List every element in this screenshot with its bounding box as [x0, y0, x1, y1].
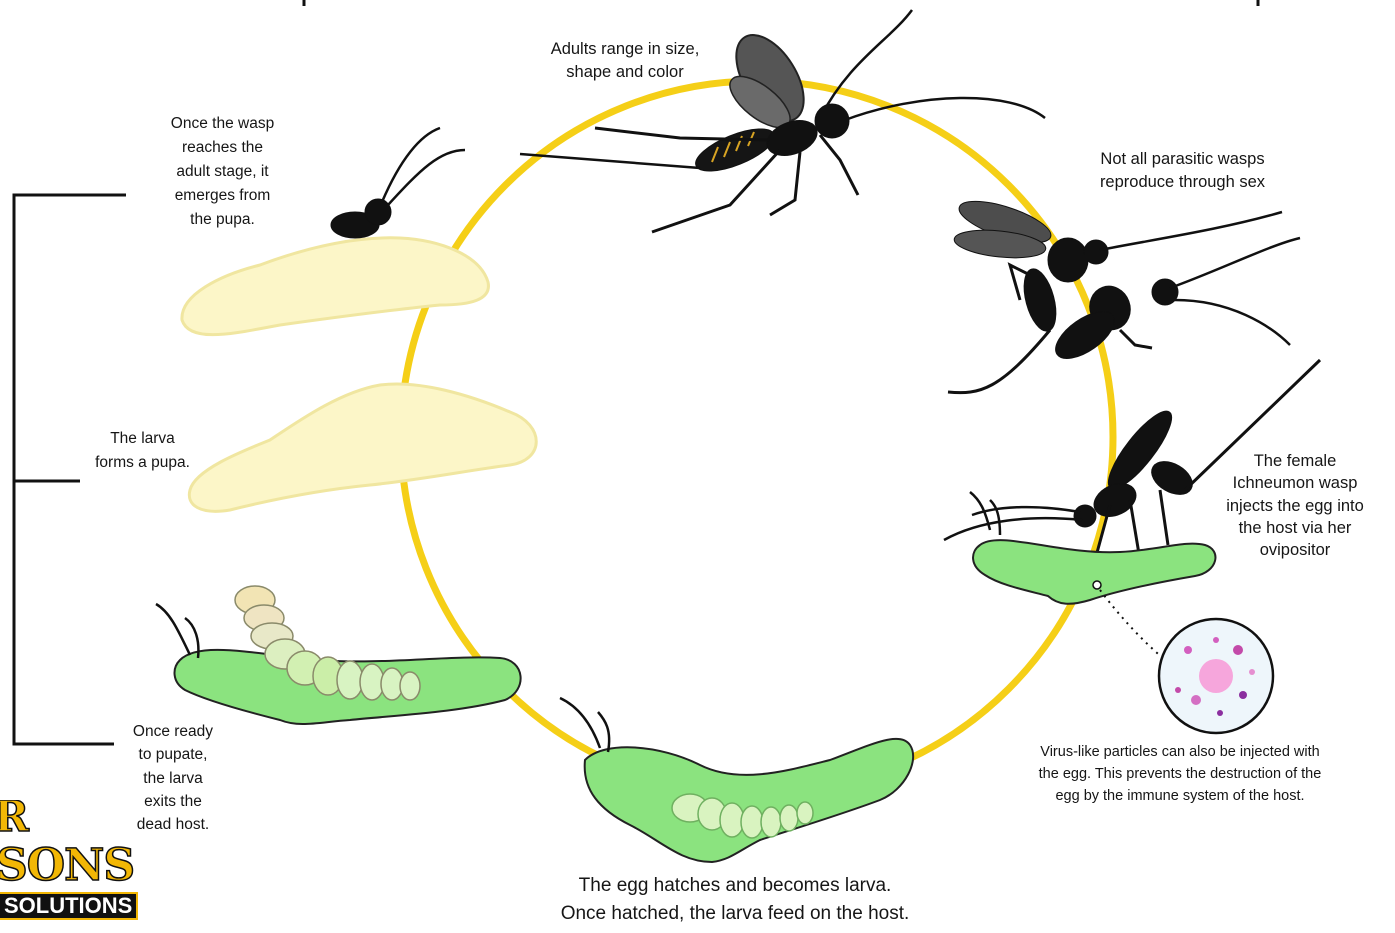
- label-line: reproduce through sex: [1040, 171, 1325, 194]
- label-line: shape and color: [480, 61, 770, 84]
- label-line: emerges from: [140, 184, 305, 208]
- label-line: The egg hatches and becomes larva.: [500, 872, 970, 900]
- label-line: Once hatched, the larva feed on the host…: [500, 900, 970, 928]
- label-virus: Virus-like particles can also be injecte…: [985, 742, 1375, 807]
- label-line: Virus-like particles can also be injecte…: [985, 742, 1375, 764]
- label-line: the pupa.: [140, 208, 305, 232]
- label-line: The larva: [70, 427, 215, 451]
- label-line: Not all parasitic wasps: [1040, 148, 1325, 171]
- label-emerge: Once the wasp reaches the adult stage, i…: [140, 112, 305, 232]
- emerging-wasp-icon: [331, 128, 465, 238]
- label-line: Once the wasp: [140, 112, 305, 136]
- label-line: egg by the immune system of the host.: [985, 786, 1375, 808]
- label-pupa: The larva forms a pupa.: [70, 427, 215, 475]
- host-caterpillar-icon: [156, 586, 521, 724]
- pupa-icon: [189, 384, 536, 511]
- label-line: forms a pupa.: [70, 451, 215, 475]
- label-line: Ichneumon wasp: [1195, 472, 1395, 494]
- label-line: the larva: [108, 767, 238, 790]
- label-line: ovipositor: [1195, 539, 1395, 561]
- label-line: adult stage, it: [140, 160, 305, 184]
- label-line: Once ready: [108, 720, 238, 743]
- label-line: to pupate,: [108, 743, 238, 766]
- brand-logo: R SONS SOLUTIONS: [0, 800, 160, 930]
- virus-particle-icon: [1100, 590, 1273, 733]
- label-line: the host via her: [1195, 517, 1395, 539]
- logo-line-2: SONS: [0, 840, 134, 891]
- mating-wasps-icon: [948, 193, 1300, 393]
- label-line: reaches the: [140, 136, 305, 160]
- label-line: Adults range in size,: [480, 38, 770, 61]
- label-line: the egg. This prevents the destruction o…: [985, 764, 1375, 786]
- label-adults: Adults range in size, shape and color: [480, 38, 770, 84]
- label-hatch: The egg hatches and becomes larva. Once …: [500, 872, 970, 927]
- host-caterpillar-icon: [560, 698, 913, 862]
- label-line: injects the egg into: [1195, 495, 1395, 517]
- pupa-icon: [182, 238, 489, 335]
- label-line: The female: [1195, 450, 1395, 472]
- logo-line-1: R: [0, 800, 29, 841]
- label-female: The female Ichneumon wasp injects the eg…: [1195, 450, 1395, 561]
- logo-line-3: SOLUTIONS: [0, 892, 138, 920]
- label-not-all: Not all parasitic wasps reproduce throug…: [1040, 148, 1325, 194]
